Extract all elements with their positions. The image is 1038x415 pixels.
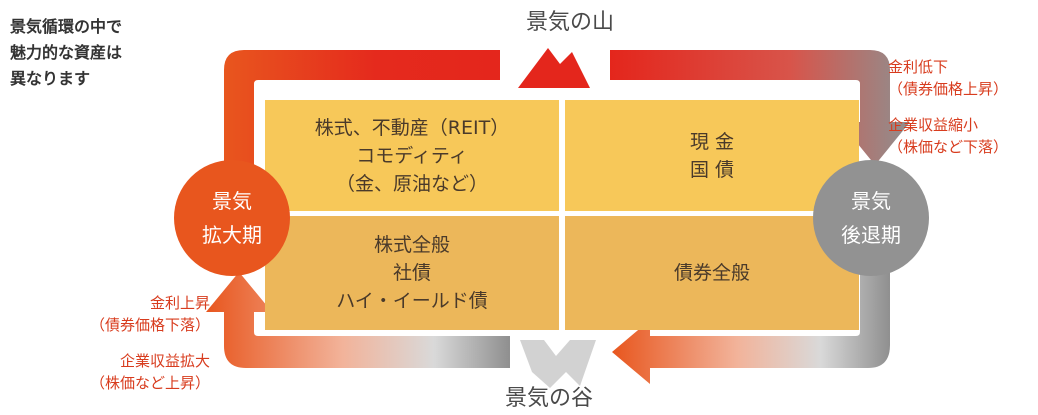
intro-line: 魅力的な資産は <box>10 43 123 62</box>
note-earnings-shrink: 企業収益縮小 （株価など下落） <box>888 114 1008 158</box>
peak-label: 景気の山 <box>525 10 614 35</box>
quadrant-line: 株式、不動産（REIT） <box>314 116 510 139</box>
quadrant-stocks-corpbonds-highyield: 株式全般 社債 ハイ・イールド債 <box>265 216 559 330</box>
note-line: 企業収益縮小 <box>888 116 979 134</box>
quadrant-line: コモディティ <box>356 144 468 167</box>
trough-valley <box>520 340 596 388</box>
note-interest-rise: 金利上昇 （債券価格下落） <box>90 292 210 336</box>
intro-line: 異なります <box>10 69 91 88</box>
note-line: （株価など下落） <box>888 138 1009 156</box>
quadrant-bonds-general: 債券全般 <box>565 216 859 330</box>
cycle-arrow-lower-right <box>612 270 890 384</box>
quadrant-line: ハイ・イールド債 <box>336 290 488 312</box>
cycle-arrow-upper-right <box>610 50 910 165</box>
cycle-arrow-lower-left <box>206 272 510 368</box>
expansion-label-line2: 拡大期 <box>202 223 262 247</box>
cycle-arrow-upper-left <box>224 50 500 170</box>
quadrant-line: （金、原油など） <box>335 172 488 195</box>
note-interest-fall: 金利低下 （債券価格上昇） <box>888 56 1008 100</box>
quadrant-line: 現 金 <box>689 130 735 153</box>
expansion-phase-circle: 景気 拡大期 <box>174 160 290 276</box>
peak-mountain <box>518 48 590 88</box>
recession-phase-circle: 景気 後退期 <box>813 160 929 276</box>
note-line: 金利低下 <box>888 58 949 76</box>
note-earnings-grow: 企業収益拡大 （株価など上昇） <box>90 350 210 394</box>
quadrant-equities-reit-commodities: 株式、不動産（REIT） コモディティ （金、原油など） <box>265 100 559 211</box>
recession-label-line2: 後退期 <box>841 223 901 247</box>
quadrant-line: 社債 <box>392 262 431 284</box>
recession-label-line1: 景気 <box>851 189 891 213</box>
intro-line: 景気循環の中で <box>10 17 123 36</box>
quadrant-line: 株式全般 <box>373 234 450 256</box>
trough-label: 景気の谷 <box>504 386 593 411</box>
quadrant-cash-govbonds: 現 金 国 債 <box>565 100 859 211</box>
expansion-label-line1: 景気 <box>212 189 252 213</box>
note-line: 金利上昇 <box>149 294 210 312</box>
quadrant-line: 国 債 <box>689 158 735 181</box>
note-line: （債券価格下落） <box>89 316 210 334</box>
note-line: （債券価格上昇） <box>888 80 1009 98</box>
note-line: （株価など上昇） <box>89 374 210 392</box>
intro-text: 景気循環の中で 魅力的な資産は 異なります <box>10 14 122 92</box>
quadrant-line: 債券全般 <box>673 262 750 284</box>
note-line: 企業収益拡大 <box>119 352 210 370</box>
